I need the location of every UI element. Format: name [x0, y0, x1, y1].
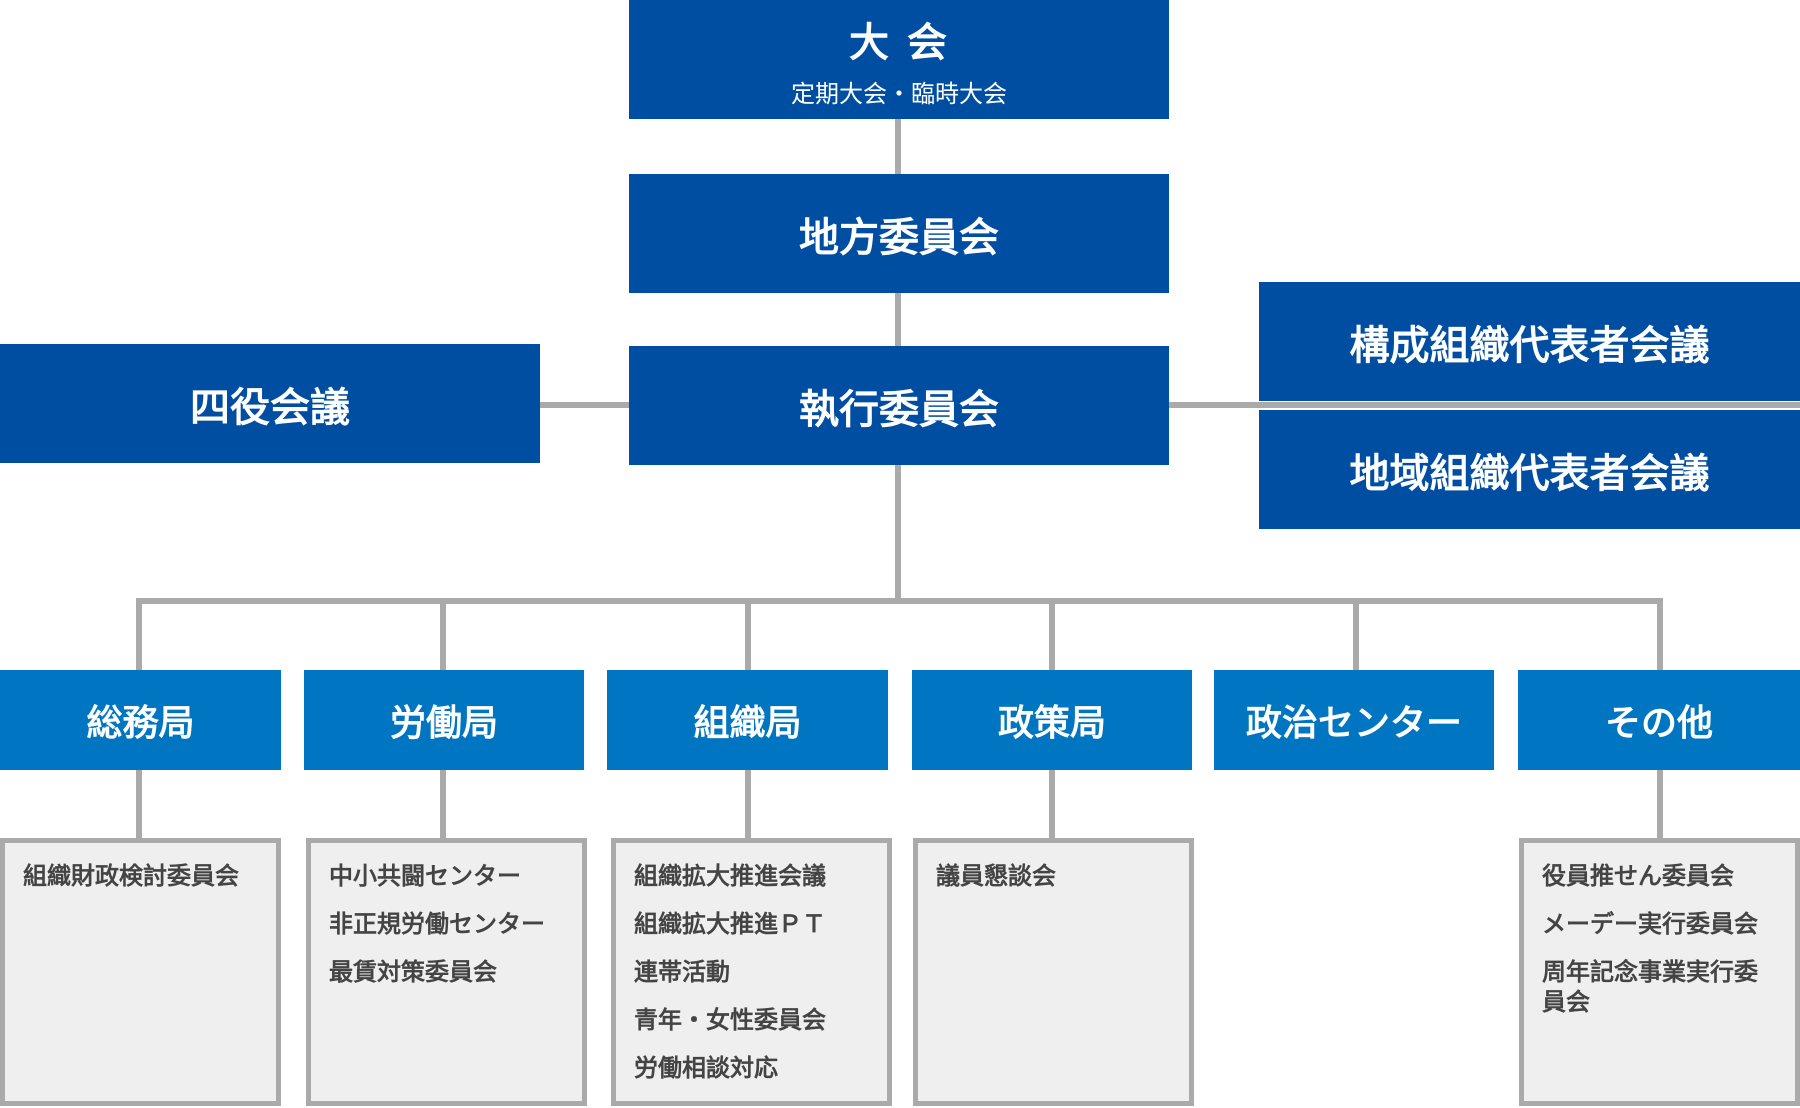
connector-soshiki-sub [745, 768, 751, 840]
sub-item: 最賃対策委員会 [329, 958, 497, 986]
sub-item: 役員推せん委員会 [1542, 862, 1734, 890]
kosei-soshiki-box: 構成組織代表者会議 [1259, 282, 1800, 401]
sub-item: 中小共闘センター [329, 862, 521, 890]
dept-soshiki-title: 組織局 [693, 703, 802, 744]
dept-seisaku-title: 政策局 [997, 703, 1106, 744]
dept-soshiki-box: 組織局 [607, 670, 888, 770]
connector-seisaku-sub [1049, 768, 1055, 840]
connector-shikko-right [1168, 402, 1800, 408]
connector-rodo-sub [440, 768, 446, 840]
connector-drop-seisaku [1049, 598, 1055, 670]
connector-shikko-down [895, 464, 901, 604]
sub-somu-box: 組織財政検討委員会 [0, 838, 281, 1106]
sub-item: 青年・女性委員会 [634, 1006, 826, 1034]
sub-item: 組織拡大推進ＰＴ [634, 910, 826, 938]
connector-drop-somu [136, 598, 142, 670]
sub-item: 非正規労働センター [329, 910, 545, 938]
connector-taikai-chiho [895, 118, 901, 175]
connector-drop-rodo [440, 598, 446, 670]
dept-seisaku-box: 政策局 [912, 670, 1192, 770]
kosei-soshiki-title: 構成組織代表者会議 [1349, 322, 1710, 369]
taikai-box: 大 会 定期大会・臨時大会 [629, 0, 1169, 119]
connector-sonota-sub [1657, 768, 1663, 840]
connector-somu-sub [136, 768, 142, 840]
chiho-iinkai-box: 地方委員会 [629, 174, 1169, 293]
chiho-iinkai-title: 地方委員会 [799, 214, 999, 261]
sub-item: 労働相談対応 [634, 1054, 778, 1082]
sub-item: 組織拡大推進会議 [634, 862, 826, 890]
connector-drop-soshiki [745, 598, 751, 670]
dept-seiji-box: 政治センター [1214, 670, 1494, 770]
sub-item: 議員懇談会 [936, 862, 1056, 890]
dept-somu-title: 総務局 [86, 703, 195, 744]
sub-sonota-box: 役員推せん委員会 メーデー実行委員会 周年記念事業実行委員会 [1519, 838, 1800, 1106]
yonyaku-kaigi-title: 四役会議 [190, 384, 350, 431]
taikai-title: 大 会 [849, 20, 949, 66]
dept-sonota-box: その他 [1518, 670, 1800, 770]
sub-item: 周年記念事業実行委員会 [1542, 958, 1758, 1016]
sub-item: メーデー実行委員会 [1542, 910, 1758, 938]
taikai-subtitle: 定期大会・臨時大会 [791, 80, 1007, 108]
connector-horizontal-bus [136, 598, 1663, 604]
sub-seisaku-box: 議員懇談会 [913, 838, 1194, 1106]
yonyaku-kaigi-box: 四役会議 [0, 344, 540, 463]
connector-yonyaku-shikko [539, 402, 629, 408]
connector-chiho-shikko [895, 292, 901, 348]
sub-item: 連帯活動 [634, 958, 730, 986]
sub-rodo-box: 中小共闘センター 非正規労働センター 最賃対策委員会 [306, 838, 587, 1106]
sub-soshiki-box: 組織拡大推進会議 組織拡大推進ＰＴ 連帯活動 青年・女性委員会 労働相談対応 [611, 838, 892, 1106]
connector-drop-sonota [1657, 598, 1663, 670]
chiiki-soshiki-title: 地域組織代表者会議 [1349, 450, 1710, 497]
dept-rodo-title: 労働局 [389, 703, 498, 744]
dept-rodo-box: 労働局 [304, 670, 584, 770]
dept-seiji-title: 政治センター [1245, 703, 1462, 744]
connector-drop-seiji [1353, 598, 1359, 670]
chiiki-soshiki-box: 地域組織代表者会議 [1259, 410, 1800, 529]
dept-sonota-title: その他 [1604, 703, 1713, 744]
shikko-iinkai-title: 執行委員会 [799, 386, 999, 433]
dept-somu-box: 総務局 [0, 670, 281, 770]
shikko-iinkai-box: 執行委員会 [629, 346, 1169, 465]
sub-item: 組織財政検討委員会 [23, 862, 239, 890]
